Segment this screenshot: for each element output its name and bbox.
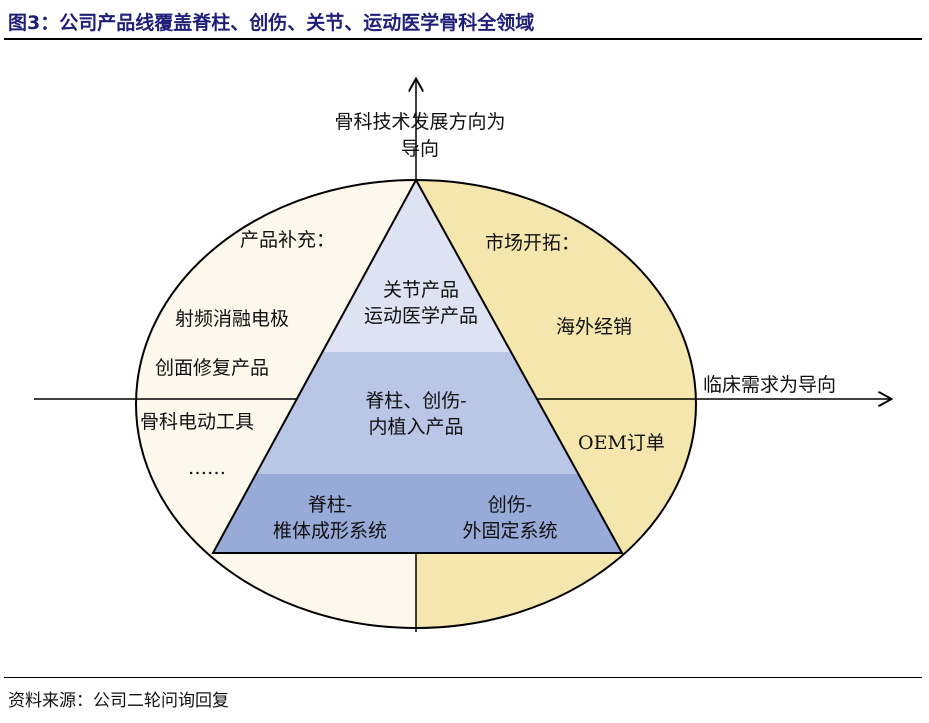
tier-top-label: 关节产品: [383, 279, 459, 301]
tier-bottom-left-label: 脊柱-: [308, 494, 352, 516]
left-item: 创面修复产品: [155, 357, 269, 379]
source-divider: [4, 677, 922, 678]
tier-middle-label: 内植入产品: [368, 416, 463, 438]
left-item: 射频消融电极: [175, 308, 289, 330]
tier-bottom: [213, 474, 622, 553]
right-item: 海外经销: [556, 316, 632, 338]
right-item: OEM订单: [578, 432, 665, 454]
horizontal-axis-label: 临床需求为导向: [703, 374, 836, 396]
tier-bottom-left-label: 椎体成形系统: [273, 520, 387, 542]
tier-top-label: 运动医学产品: [364, 305, 478, 327]
left-heading: 产品补充：: [240, 229, 335, 251]
source-note: 资料来源：公司二轮问询回复: [8, 691, 229, 711]
right-heading: 市场开拓：: [485, 232, 580, 254]
tier-bottom-right-label: 创伤-: [488, 494, 532, 516]
tier-bottom-right-label: 外固定系统: [462, 520, 557, 542]
vertical-axis-label: 骨科技术发展方向为: [334, 111, 505, 133]
figure-title: 图3：公司产品线覆盖脊柱、创伤、关节、运动医学骨科全领域: [8, 12, 535, 34]
title-divider: [4, 38, 922, 40]
left-item: 骨科电动工具: [140, 411, 254, 433]
tier-middle-label: 脊柱、创伤-: [365, 390, 466, 412]
vertical-axis-label-2: 导向: [401, 138, 439, 160]
pyramid-outline: [211, 177, 624, 554]
left-item: ……: [188, 457, 226, 479]
